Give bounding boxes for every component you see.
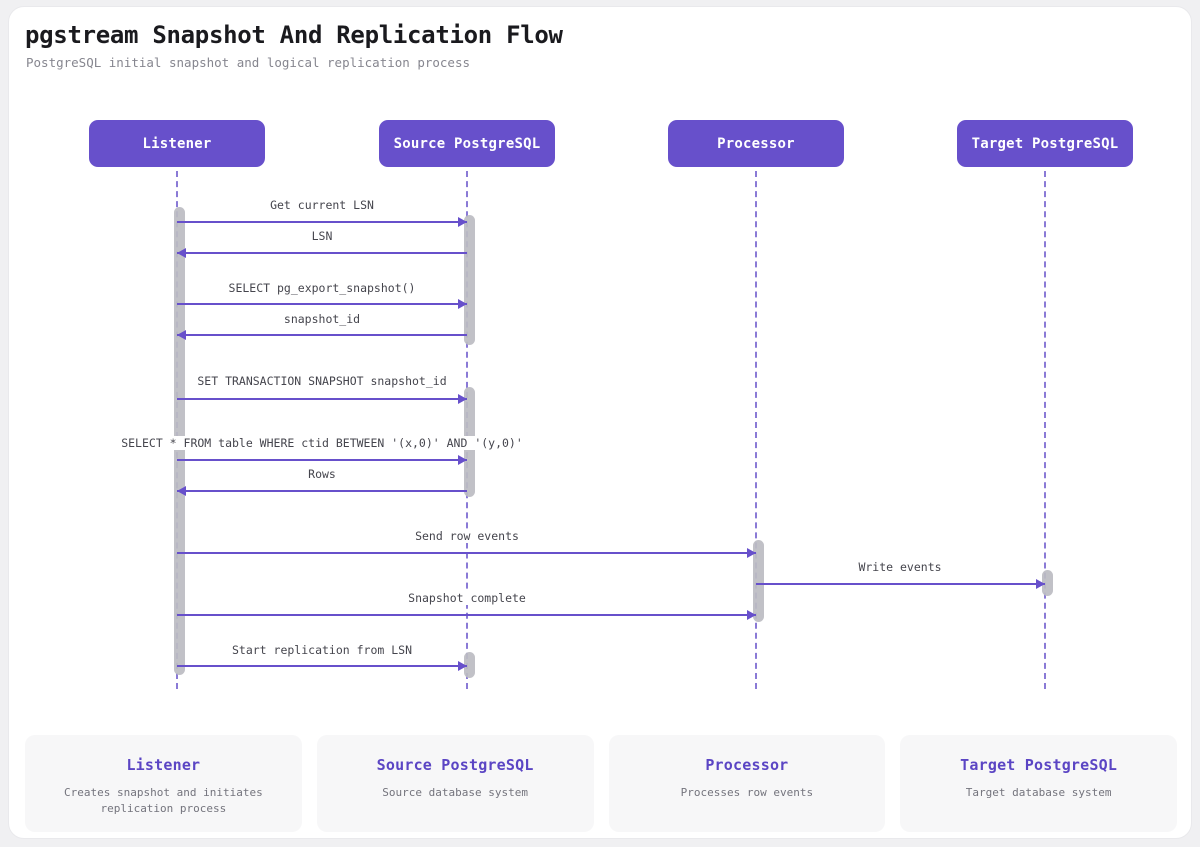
- message-label: Start replication from LSN: [228, 643, 416, 657]
- activation-bar-target: [1042, 570, 1053, 596]
- message-label: SELECT pg_export_snapshot(): [225, 281, 419, 295]
- message-label: Snapshot complete: [405, 591, 529, 605]
- activation-bar-source: [464, 215, 475, 345]
- activation-bar-source: [464, 652, 475, 678]
- arrow-head-left: [177, 486, 186, 496]
- participant-processor[interactable]: Processor: [668, 120, 844, 167]
- message-label: snapshot_id: [280, 312, 364, 326]
- arrow-head-right: [458, 299, 467, 309]
- arrow-head-right: [747, 610, 756, 620]
- sequence-diagram: Get current LSN LSN SELECT pg_export_snaps…: [9, 7, 1191, 707]
- participant-source[interactable]: Source PostgreSQL: [379, 120, 555, 167]
- message-label: Write events: [855, 560, 945, 574]
- participant-listener[interactable]: Listener: [89, 120, 265, 167]
- message-line: [177, 303, 467, 305]
- message-label: SELECT * FROM table WHERE ctid BETWEEN '…: [118, 436, 526, 450]
- legend-card-description: Target database system: [965, 786, 1112, 799]
- arrow-head-right: [458, 455, 467, 465]
- arrow-head-right: [747, 548, 756, 558]
- lifeline-target: [1044, 161, 1046, 689]
- arrow-head-right: [458, 394, 467, 404]
- message-label: SET TRANSACTION SNAPSHOT snapshot_id: [194, 374, 450, 388]
- arrow-head-right: [458, 661, 467, 671]
- message-line: [177, 459, 467, 461]
- legend-card-description: Source database system: [382, 786, 528, 799]
- legend-card: Source PostgreSQL Source database system: [316, 735, 594, 832]
- message-label: Send row events: [412, 529, 522, 543]
- message-line: [177, 221, 467, 223]
- page-title: pgstream Snapshot And Replication Flow: [25, 21, 563, 49]
- message-line: [177, 665, 467, 667]
- arrow-head-right: [458, 217, 467, 227]
- diagram-card: pgstream Snapshot And Replication Flow P…: [8, 6, 1192, 839]
- message-line: [177, 552, 756, 554]
- legend-card-title: Listener: [126, 756, 201, 774]
- legend-card: Target PostgreSQL Target database system: [900, 735, 1177, 832]
- arrow-head-left: [177, 330, 186, 340]
- legend-card-description: Processes row events: [680, 786, 814, 799]
- legend-card-description: Creates snapshot and initiates replicati…: [64, 786, 263, 815]
- arrow-head-right: [1036, 579, 1045, 589]
- message-line: [756, 583, 1045, 585]
- page-subtitle: PostgreSQL initial snapshot and logical …: [26, 55, 471, 70]
- lifeline-processor: [755, 161, 757, 689]
- message-line: [177, 398, 467, 400]
- message-label: Rows: [305, 467, 339, 481]
- legend-card-title: Source PostgreSQL: [376, 756, 534, 774]
- legend-card-title: Processor: [705, 756, 789, 774]
- participant-target[interactable]: Target PostgreSQL: [957, 120, 1133, 167]
- message-line: [177, 252, 467, 254]
- message-line: [177, 334, 467, 336]
- message-line: [177, 614, 756, 616]
- message-label: LSN: [308, 229, 336, 243]
- activation-bar-processor: [753, 540, 764, 622]
- arrow-head-left: [177, 248, 186, 258]
- message-label: Get current LSN: [267, 198, 377, 212]
- message-line: [177, 490, 467, 492]
- legend-card-title: Target PostgreSQL: [960, 756, 1118, 774]
